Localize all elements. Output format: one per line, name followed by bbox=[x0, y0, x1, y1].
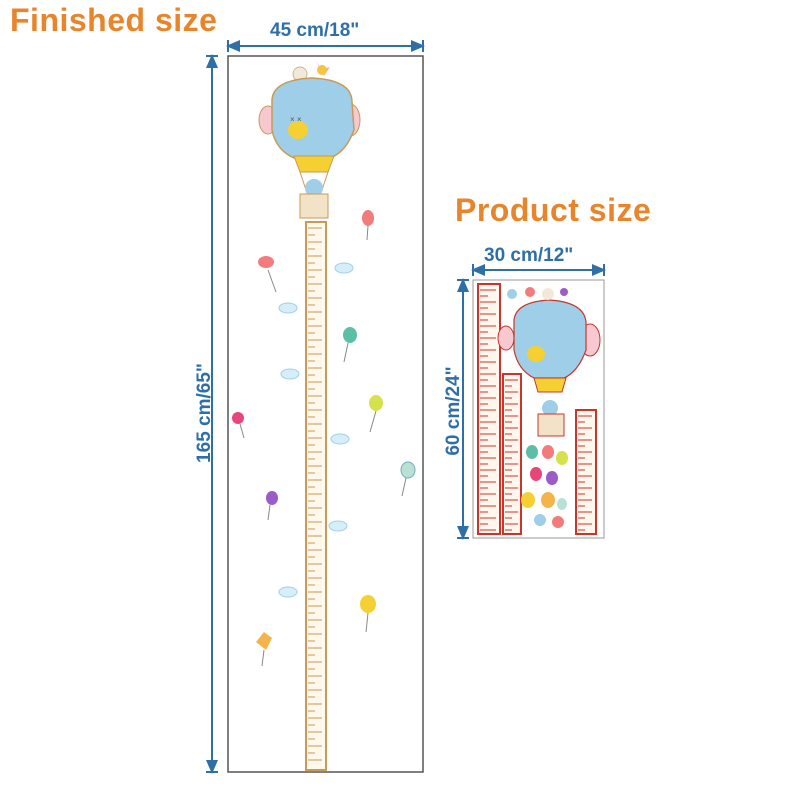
sticker-sheet bbox=[472, 279, 605, 539]
balloon-decorations bbox=[232, 210, 416, 667]
finished-dimension-lines bbox=[206, 40, 425, 774]
product-size-title: Product size bbox=[455, 192, 652, 228]
product-dimension-lines bbox=[457, 264, 606, 540]
finished-size-title: Finished size bbox=[10, 2, 218, 38]
elephant-balloon-icon: × × bbox=[258, 60, 361, 219]
svg-text:× ×: × × bbox=[290, 115, 302, 124]
finished-width-label: 45 cm/18" bbox=[270, 20, 360, 41]
product-width-label: 30 cm/12" bbox=[484, 245, 574, 266]
height-ruler bbox=[305, 221, 327, 771]
